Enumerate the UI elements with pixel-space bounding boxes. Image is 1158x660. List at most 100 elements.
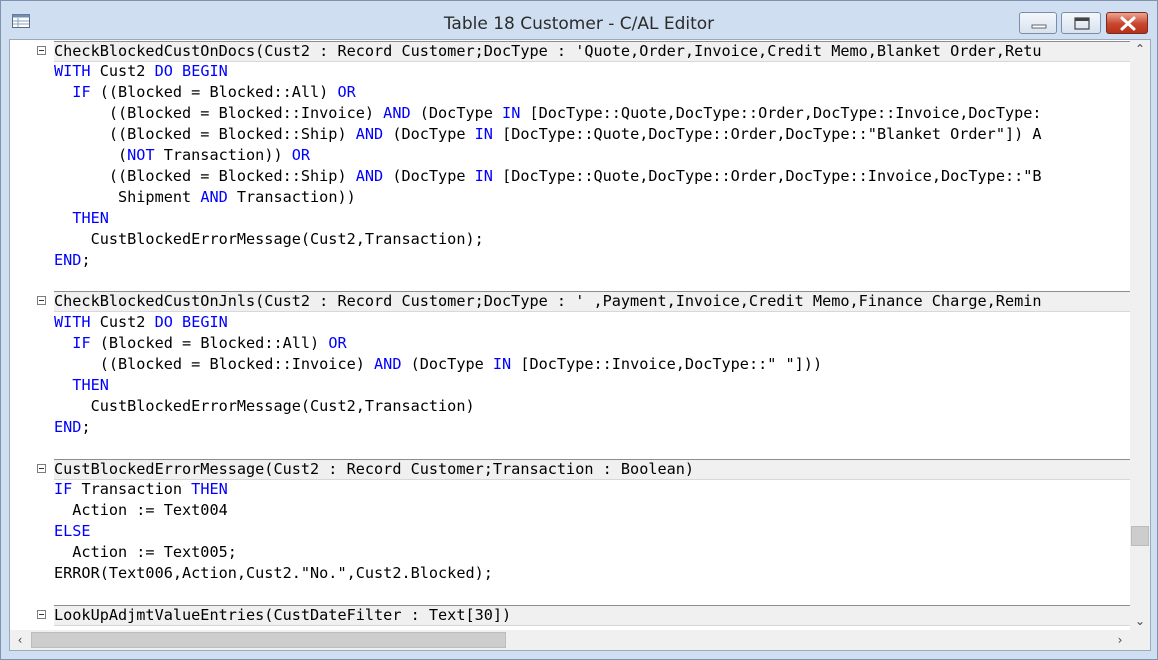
code-line[interactable]: ELSE [54, 521, 91, 542]
procedure-header[interactable]: CheckBlockedCustOnJnls(Cust2 : Record Cu… [54, 291, 1130, 313]
code-token: ((Blocked = Blocked::Ship) [54, 166, 356, 185]
editor-client-area: CheckBlockedCustOnDocs(Cust2 : Record Cu… [9, 39, 1151, 651]
code-line[interactable]: THEN [54, 208, 109, 229]
code-token: CheckBlockedCustOnDocs(Cust2 : Record Cu… [54, 41, 1042, 60]
code-token: Transaction [72, 480, 192, 499]
keyword-token: AND [383, 104, 411, 123]
keyword-token: IF [72, 334, 91, 353]
keyword-token: DO [154, 62, 173, 81]
code-token: LookUpAdjmtValueEntries(CustDateFilter :… [54, 605, 512, 624]
procedure-header[interactable]: LookUpAdjmtValueEntries(CustDateFilter :… [54, 604, 1130, 626]
window-title: Table 18 Customer - C/AL Editor [443, 14, 715, 34]
keyword-token: THEN [72, 208, 109, 227]
code-token: Cust2 [90, 62, 155, 81]
code-line[interactable]: WITH Cust2 DO BEGIN [54, 61, 228, 82]
scroll-up-icon[interactable]: ⌃ [1134, 42, 1146, 56]
code-token: ((Blocked = Blocked::Invoice) [54, 355, 375, 373]
code-line[interactable]: CustBlockedErrorMessage(Cust2,Transactio… [54, 396, 475, 417]
code-token: (DocType [410, 104, 503, 123]
code-line[interactable]: IF Transaction THEN [54, 479, 228, 500]
code-line[interactable]: CustBlockedErrorMessage(Cust2,Transactio… [54, 229, 484, 250]
keyword-token: IN [502, 104, 521, 123]
keyword-token: IN [492, 355, 512, 373]
code-token: [DocType::Invoice,DocType::" "])) [511, 355, 823, 373]
code-token: Action := Text004 [54, 501, 228, 520]
horizontal-scroll-thumb[interactable] [31, 632, 506, 648]
code-token [54, 376, 72, 394]
table-icon [12, 14, 30, 28]
vertical-scrollbar[interactable]: ⌃ ⌄ [1130, 40, 1150, 630]
keyword-token: DO [154, 313, 173, 332]
minimize-icon [1031, 24, 1047, 29]
scroll-down-icon[interactable]: ⌄ [1134, 614, 1146, 628]
code-line[interactable]: ((Blocked = Blocked::Invoice) AND (DocTy… [54, 354, 822, 375]
code-line[interactable]: END; [54, 417, 91, 438]
code-line[interactable]: ((Blocked = Blocked::Ship) AND (DocType … [54, 166, 1042, 187]
code-line[interactable]: (NOT Transaction)) OR [54, 145, 310, 166]
code-token: ( [54, 146, 128, 164]
vertical-scroll-thumb[interactable] [1131, 526, 1149, 546]
close-button[interactable] [1106, 12, 1148, 34]
keyword-token: WITH [54, 62, 91, 81]
code-line[interactable]: ERROR(Text006,Action,Cust2."No.",Cust2.B… [54, 563, 493, 584]
keyword-token: ELSE [54, 522, 91, 541]
code-line[interactable]: END; [54, 250, 91, 271]
code-editor[interactable]: CheckBlockedCustOnDocs(Cust2 : Record Cu… [10, 40, 1130, 630]
title-bar[interactable]: Table 18 Customer - C/AL Editor [1, 1, 1157, 39]
code-token: Cust2 [90, 313, 155, 332]
collapse-icon[interactable] [37, 296, 46, 306]
code-line[interactable]: ((Blocked = Blocked::Ship) AND (DocType … [54, 124, 1042, 145]
collapse-icon[interactable] [37, 609, 46, 619]
keyword-token: WITH [54, 313, 91, 332]
keyword-token: AND [355, 125, 384, 144]
code-token: [DocType::Quote,DocType::Order,DocType::… [520, 104, 1042, 123]
close-icon [1120, 16, 1136, 31]
minimize-button[interactable] [1019, 12, 1057, 34]
code-line[interactable]: IF ((Blocked = Blocked::All) OR [54, 82, 355, 103]
code-token [173, 62, 182, 80]
keyword-token: OR [328, 334, 347, 353]
code-token: (DocType [383, 166, 475, 185]
code-token: ((Blocked = Blocked::All) [90, 83, 338, 102]
code-token: [DocType::Quote,DocType::Order,DocType::… [492, 166, 1042, 185]
procedure-header[interactable]: CustBlockedErrorMessage(Cust2 : Record C… [54, 458, 1130, 480]
code-line[interactable]: ((Blocked = Blocked::Invoice) AND (DocTy… [54, 103, 1042, 124]
code-token: (DocType [401, 355, 493, 373]
maximize-button[interactable] [1061, 12, 1101, 34]
keyword-token: END [54, 250, 82, 269]
code-token: CustBlockedErrorMessage(Cust2 : Record C… [54, 459, 695, 478]
code-token: ; [81, 417, 91, 436]
gutter [10, 40, 53, 630]
code-token [173, 313, 182, 331]
scroll-right-icon[interactable]: › [1117, 633, 1123, 647]
collapse-icon[interactable] [37, 45, 46, 55]
procedure-header[interactable]: CheckBlockedCustOnDocs(Cust2 : Record Cu… [54, 40, 1130, 62]
keyword-token: AND [355, 166, 384, 185]
code-token: Shipment [54, 187, 201, 206]
code-token [54, 334, 72, 352]
keyword-token: IF [54, 480, 73, 499]
code-line[interactable]: THEN [54, 375, 109, 396]
horizontal-scrollbar[interactable]: ‹ › [10, 630, 1130, 650]
maximize-icon [1074, 17, 1090, 30]
code-line[interactable]: WITH Cust2 DO BEGIN [54, 312, 228, 333]
scrollbar-corner [1130, 630, 1150, 650]
code-token [54, 83, 72, 101]
code-token: (Blocked = Blocked::All) [90, 334, 329, 353]
code-line[interactable]: IF (Blocked = Blocked::All) OR [54, 333, 347, 354]
keyword-token: AND [200, 187, 228, 206]
code-token: ((Blocked = Blocked::Ship) [54, 125, 356, 144]
code-token: CheckBlockedCustOnJnls(Cust2 : Record Cu… [54, 292, 1042, 311]
scroll-left-icon[interactable]: ‹ [17, 633, 23, 647]
keyword-token: END [54, 417, 82, 436]
keyword-token: IF [72, 83, 91, 102]
code-line[interactable]: Action := Text005; [54, 542, 237, 563]
code-token: (DocType [383, 125, 475, 144]
keyword-token: THEN [191, 480, 228, 499]
collapse-icon[interactable] [37, 463, 46, 473]
keyword-token: IN [474, 125, 493, 144]
keyword-token: BEGIN [182, 313, 228, 332]
code-line[interactable]: Action := Text004 [54, 500, 228, 521]
code-line[interactable]: Shipment AND Transaction)) [54, 187, 356, 208]
